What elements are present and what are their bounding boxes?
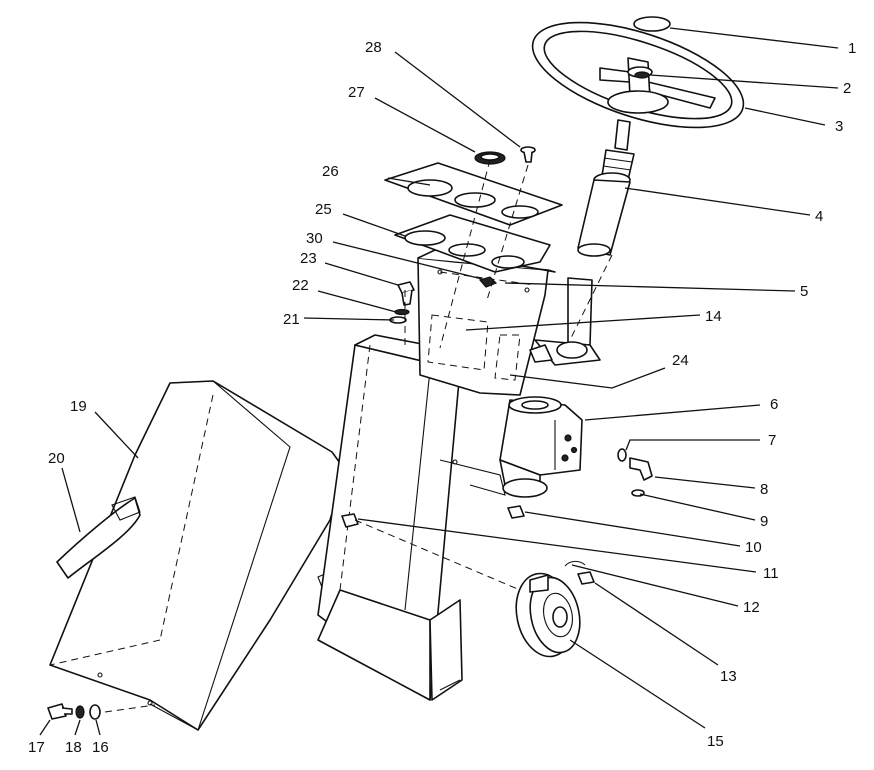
pulley-motor-assembly xyxy=(515,572,581,658)
callout-13: 13 xyxy=(720,668,737,685)
gasket-plate-25 xyxy=(394,214,551,273)
steering-shaft xyxy=(577,119,635,257)
callout-12: 12 xyxy=(743,599,760,616)
lockwasher-18 xyxy=(75,705,85,719)
bolt-13 xyxy=(577,571,595,585)
callout-17: 17 xyxy=(28,739,45,756)
nut-11 xyxy=(341,513,359,528)
gasket-plate-26 xyxy=(384,162,563,226)
callout-11: 11 xyxy=(763,565,779,582)
center-cap xyxy=(633,16,671,32)
callout-10: 10 xyxy=(745,539,762,556)
bolt-17 xyxy=(47,703,73,720)
screw-28 xyxy=(520,146,536,163)
bolt-10 xyxy=(507,505,525,519)
callout-6: 6 xyxy=(770,396,778,413)
callout-4: 4 xyxy=(815,208,823,225)
callout-22: 22 xyxy=(292,277,309,294)
callout-27: 27 xyxy=(348,84,365,101)
callout-16: 16 xyxy=(92,739,109,756)
o-ring-7 xyxy=(617,448,627,462)
steering-unit-bracket xyxy=(529,277,601,366)
callout-1: 1 xyxy=(848,40,856,57)
elbow-fitting-8 xyxy=(629,457,653,481)
callout-2: 2 xyxy=(843,80,851,97)
callout-19: 19 xyxy=(70,398,87,415)
wheel-nut xyxy=(634,71,650,79)
callout-25: 25 xyxy=(315,201,332,218)
callout-3: 3 xyxy=(835,118,843,135)
front-cover-shroud xyxy=(49,380,361,731)
callout-14: 14 xyxy=(705,308,722,325)
callout-30: 30 xyxy=(306,230,323,247)
callout-24: 24 xyxy=(672,352,689,369)
callout-labels: 1 2 3 4 5 6 7 8 9 10 11 12 13 14 15 16 1… xyxy=(28,39,856,756)
callout-5: 5 xyxy=(800,283,808,300)
callout-15: 15 xyxy=(707,733,724,750)
callout-21: 21 xyxy=(283,311,300,328)
lockwasher-22 xyxy=(394,308,410,316)
callout-18: 18 xyxy=(65,739,82,756)
washer-16 xyxy=(89,704,101,720)
callout-28: 28 xyxy=(365,39,382,56)
upper-mounting-plate xyxy=(417,249,556,396)
steering-control-valve xyxy=(499,396,583,498)
callout-20: 20 xyxy=(48,450,65,467)
assembly-centerlines xyxy=(104,159,613,713)
callout-9: 9 xyxy=(760,513,768,530)
bolt-23 xyxy=(397,281,415,306)
callout-8: 8 xyxy=(760,481,768,498)
handle-grip xyxy=(56,496,141,579)
wire-clip-12 xyxy=(564,560,586,567)
callout-7: 7 xyxy=(768,432,776,449)
callout-23: 23 xyxy=(300,250,317,267)
callout-26: 26 xyxy=(322,163,339,180)
seal-ring-27 xyxy=(474,151,506,165)
leader-lines xyxy=(39,27,839,736)
